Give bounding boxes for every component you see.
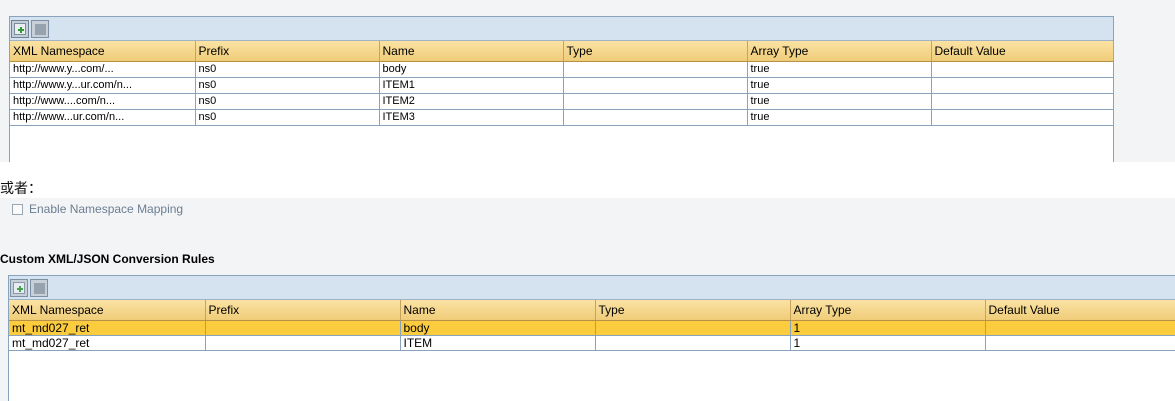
col-prefix[interactable]: Prefix: [205, 300, 401, 321]
remove-row-icon: [35, 23, 46, 35]
cell-namespace[interactable]: mt_md027_ret: [9, 320, 206, 336]
cell-type[interactable]: [563, 61, 748, 78]
cell-name[interactable]: ITEM1: [379, 77, 564, 94]
col-xml-namespace[interactable]: XML Namespace: [10, 41, 196, 62]
cell-default-value[interactable]: [931, 77, 1114, 94]
cell-default-value[interactable]: [931, 93, 1114, 110]
col-array-type[interactable]: Array Type: [747, 41, 932, 62]
table-row[interactable]: mt_md027_ret ITEM 1: [9, 335, 1175, 351]
cell-prefix[interactable]: ns0: [195, 61, 380, 78]
table-row[interactable]: http://www...ur.com/n... ns0 ITEM3 true: [10, 109, 1114, 126]
header-row: XML Namespace Prefix Name Type Array Typ…: [9, 300, 1175, 321]
cell-default-value[interactable]: [985, 320, 1175, 336]
cell-namespace[interactable]: http://www....com/n...: [10, 93, 196, 110]
cell-prefix[interactable]: ns0: [195, 93, 380, 110]
cell-array-type[interactable]: 1: [790, 320, 986, 336]
table-toolbar: [10, 17, 1113, 41]
cell-default-value[interactable]: [931, 61, 1114, 78]
col-default-value[interactable]: Default Value: [985, 300, 1175, 321]
namespace-mapping-option[interactable]: Enable Namespace Mapping: [12, 202, 183, 216]
remove-row-button[interactable]: [31, 19, 49, 38]
col-name[interactable]: Name: [400, 300, 596, 321]
add-row-button[interactable]: [11, 19, 29, 38]
cell-default-value[interactable]: [985, 335, 1175, 351]
cell-prefix[interactable]: ns0: [195, 109, 380, 126]
screenshot-bottom: Enable Namespace Mapping Custom XML/JSON…: [0, 198, 1175, 401]
screenshot-top: XML Namespace Prefix Name Type Array Typ…: [0, 0, 1175, 162]
add-row-icon: [13, 281, 25, 294]
col-default-value[interactable]: Default Value: [931, 41, 1114, 62]
cell-namespace[interactable]: http://www.y...ur.com/n...: [10, 77, 196, 94]
cell-array-type[interactable]: true: [747, 61, 932, 78]
cell-name[interactable]: ITEM: [400, 335, 596, 351]
add-row-button[interactable]: [10, 278, 28, 297]
table-row[interactable]: http://www....com/n... ns0 ITEM2 true: [10, 93, 1114, 110]
cell-namespace[interactable]: http://www...ur.com/n...: [10, 109, 196, 126]
cell-type[interactable]: [563, 109, 748, 126]
cell-type[interactable]: [595, 320, 791, 336]
cell-array-type[interactable]: true: [747, 109, 932, 126]
section-title: Custom XML/JSON Conversion Rules: [0, 252, 215, 266]
cell-namespace[interactable]: http://www.y...com/...: [10, 61, 196, 78]
cell-type[interactable]: [595, 335, 791, 351]
cell-name[interactable]: ITEM2: [379, 93, 564, 110]
cell-type[interactable]: [563, 77, 748, 94]
cell-name[interactable]: body: [379, 61, 564, 78]
col-xml-namespace[interactable]: XML Namespace: [9, 300, 206, 321]
namespace-table-1: XML Namespace Prefix Name Type Array Typ…: [9, 16, 1114, 162]
table-row[interactable]: http://www.y...com/... ns0 body true: [10, 61, 1114, 78]
col-array-type[interactable]: Array Type: [790, 300, 986, 321]
cell-type[interactable]: [563, 93, 748, 110]
enable-namespace-mapping-checkbox[interactable]: [12, 203, 23, 215]
table-row[interactable]: http://www.y...ur.com/n... ns0 ITEM1 tru…: [10, 77, 1114, 94]
add-row-icon: [14, 22, 26, 35]
remove-row-icon: [34, 282, 45, 294]
cell-prefix[interactable]: [205, 320, 401, 336]
caption-text: 或者：: [0, 181, 42, 197]
rules-table: XML Namespace Prefix Name Type Array Typ…: [9, 300, 1175, 351]
cell-prefix[interactable]: [205, 335, 401, 351]
cell-default-value[interactable]: [931, 109, 1114, 126]
cell-namespace[interactable]: mt_md027_ret: [9, 335, 206, 351]
table-row-selected[interactable]: mt_md027_ret body 1: [9, 320, 1175, 336]
table-toolbar: [9, 276, 1175, 300]
enable-namespace-mapping-label: Enable Namespace Mapping: [29, 202, 184, 216]
col-name[interactable]: Name: [379, 41, 564, 62]
cell-name[interactable]: body: [400, 320, 596, 336]
cell-prefix[interactable]: ns0: [195, 77, 380, 94]
cell-name[interactable]: ITEM3: [379, 109, 564, 126]
rules-table: XML Namespace Prefix Name Type Array Typ…: [10, 41, 1114, 126]
cell-array-type[interactable]: true: [747, 77, 932, 94]
col-type[interactable]: Type: [595, 300, 791, 321]
col-type[interactable]: Type: [563, 41, 748, 62]
cell-array-type[interactable]: 1: [790, 335, 986, 351]
col-prefix[interactable]: Prefix: [195, 41, 380, 62]
remove-row-button[interactable]: [30, 278, 48, 297]
cell-array-type[interactable]: true: [747, 93, 932, 110]
conversion-rules-table: XML Namespace Prefix Name Type Array Typ…: [8, 275, 1175, 401]
header-row: XML Namespace Prefix Name Type Array Typ…: [10, 41, 1114, 62]
